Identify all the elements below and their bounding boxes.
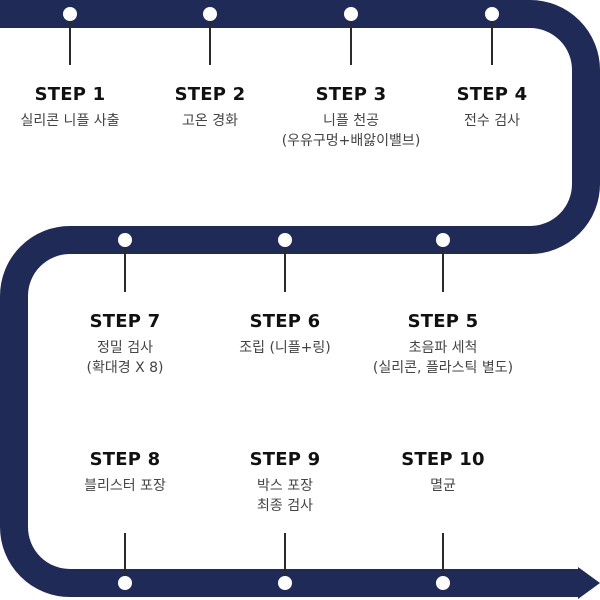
- step-7-dot: [118, 233, 132, 247]
- step-description-detail: 최종 검사: [257, 498, 313, 514]
- step-7: STEP 7 정밀 검사 (확대경 X 8): [30, 310, 220, 378]
- step-3-connector: [350, 21, 352, 65]
- step-description: 박스 포장: [257, 478, 313, 494]
- step-9-dot: [278, 576, 292, 590]
- step-2: STEP 2 고온 경화: [115, 83, 305, 131]
- step-7-connector: [124, 247, 126, 292]
- step-1-connector: [69, 21, 71, 65]
- step-title: STEP 2: [174, 84, 246, 105]
- step-9: STEP 9 박스 포장 최종 검사: [190, 448, 380, 516]
- step-1: STEP 1 실리콘 니플 사출: [0, 83, 165, 131]
- step-6-connector: [284, 247, 286, 292]
- step-6-dot: [278, 233, 292, 247]
- step-description: 실리콘 니플 사출: [20, 113, 120, 129]
- step-8: STEP 8 블리스터 포장: [30, 448, 220, 496]
- track-arrowhead: [578, 567, 600, 599]
- step-description: 블리스터 포장: [84, 478, 166, 494]
- step-1-dot: [63, 7, 77, 21]
- step-title: STEP 6: [249, 311, 321, 332]
- step-description-detail: (확대경 X 8): [86, 360, 164, 376]
- step-10-dot: [436, 576, 450, 590]
- step-description: 멸균: [430, 478, 456, 494]
- step-title: STEP 4: [456, 84, 528, 105]
- step-2-dot: [203, 7, 217, 21]
- step-8-connector: [124, 533, 126, 576]
- step-description: 초음파 세척: [408, 340, 478, 356]
- step-description-detail: (실리콘, 플라스틱 별도): [372, 360, 514, 376]
- step-title: STEP 5: [407, 311, 479, 332]
- step-description: 정밀 검사: [97, 340, 153, 356]
- step-description: 고온 경화: [182, 113, 238, 129]
- step-description: 전수 검사: [464, 113, 520, 129]
- step-description: 니플 천공: [323, 113, 379, 129]
- step-3-dot: [344, 7, 358, 21]
- step-6: STEP 6 조립 (니플+링): [190, 310, 380, 358]
- step-4-connector: [491, 21, 493, 65]
- step-8-dot: [118, 576, 132, 590]
- step-10-connector: [442, 533, 444, 576]
- step-title: STEP 7: [89, 311, 161, 332]
- step-5: STEP 5 초음파 세척 (실리콘, 플라스틱 별도): [348, 310, 538, 378]
- step-2-connector: [209, 21, 211, 65]
- step-title: STEP 10: [401, 449, 485, 470]
- step-10: STEP 10 멸균: [348, 448, 538, 496]
- step-description-detail: (우유구멍+배앓이밸브): [281, 133, 421, 149]
- step-5-connector: [442, 247, 444, 292]
- step-title: STEP 3: [315, 84, 387, 105]
- step-title: STEP 9: [249, 449, 321, 470]
- step-title: STEP 1: [34, 84, 106, 105]
- step-5-dot: [436, 233, 450, 247]
- step-title: STEP 8: [89, 449, 161, 470]
- step-4: STEP 4 전수 검사: [397, 83, 587, 131]
- step-3: STEP 3 니플 천공 (우유구멍+배앓이밸브): [256, 83, 446, 151]
- step-9-connector: [284, 533, 286, 576]
- step-description: 조립 (니플+링): [239, 340, 331, 356]
- step-4-dot: [485, 7, 499, 21]
